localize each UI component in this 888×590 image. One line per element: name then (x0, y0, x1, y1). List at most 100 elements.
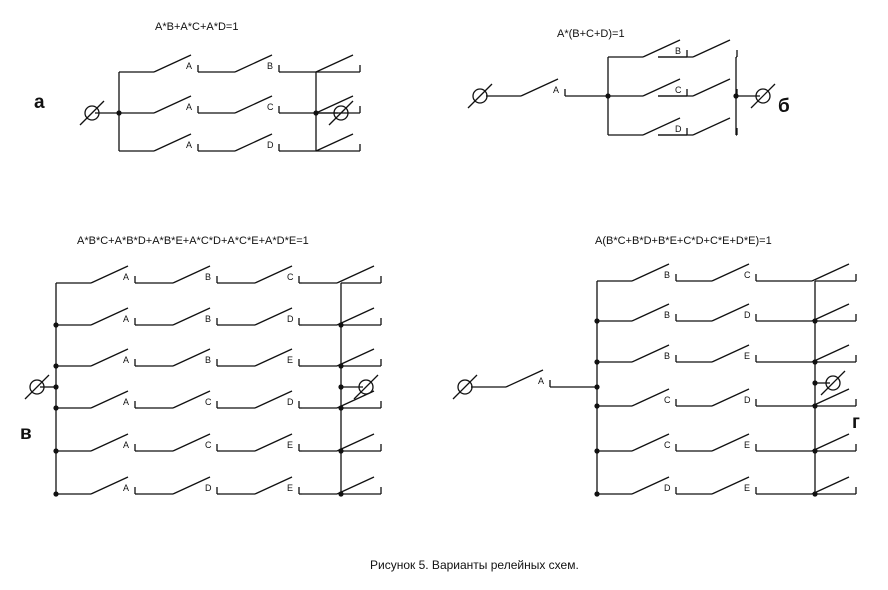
terminal-slash (328, 100, 354, 126)
contact-label: B (205, 355, 211, 365)
junction-dot (338, 491, 344, 497)
contact-label: A (538, 376, 544, 386)
contact-blade (811, 263, 850, 282)
contact-blade (711, 344, 750, 363)
junction-dot (594, 448, 600, 454)
contact-blade (172, 307, 211, 326)
junction-dot (53, 448, 59, 454)
contact-label: B (267, 61, 273, 71)
junction-dot (338, 405, 344, 411)
junction-dot (812, 448, 818, 454)
formula-a: A*B+A*C+A*D=1 (155, 21, 238, 33)
contact-label: A (123, 483, 129, 493)
contact-blade (336, 307, 375, 326)
contact-label: C (205, 440, 212, 450)
contact-blade (336, 433, 375, 452)
contact-label: A (123, 397, 129, 407)
terminal-slash (452, 374, 478, 400)
contact-blade (254, 348, 293, 367)
contact-label: D (664, 483, 671, 493)
contact-blade (172, 348, 211, 367)
contact-label: C (287, 272, 294, 282)
contact-blade (172, 433, 211, 452)
junction-dot (53, 363, 59, 369)
contact-blade (153, 54, 192, 73)
contact-label: C (205, 397, 212, 407)
contact-label: E (287, 483, 293, 493)
contact-label: D (287, 314, 294, 324)
contact-blade (315, 54, 354, 73)
figure-caption: Рисунок 5. Варианты релейных схем. (370, 558, 579, 572)
contact-label: A (123, 272, 129, 282)
formula-g: A(B*C+B*D+B*E+C*D+C*E+D*E)=1 (595, 235, 772, 247)
panel-letter-b: б (778, 96, 790, 117)
contact-blade (234, 54, 273, 73)
contact-label: E (287, 355, 293, 365)
contact-label: D (744, 395, 751, 405)
contact-label: C (675, 85, 682, 95)
terminal-slash (750, 83, 776, 109)
contact-label: B (205, 272, 211, 282)
contact-label: C (267, 102, 274, 112)
terminal-circle (358, 379, 374, 395)
contact-blade (711, 476, 750, 495)
junction-dot (594, 384, 600, 390)
terminal-slash (353, 374, 379, 400)
formula-v: A*B*C+A*B*D+A*B*E+A*C*D+A*C*E+A*D*E=1 (77, 235, 309, 247)
terminal-circle (825, 375, 841, 391)
contact-blade (90, 476, 129, 495)
contact-blade (315, 133, 354, 152)
formula-b: A*(B+C+D)=1 (557, 28, 625, 40)
contact-blade (711, 303, 750, 322)
contact-label: A (186, 102, 192, 112)
junction-dot (594, 318, 600, 324)
contact-blade (631, 476, 670, 495)
contact-label: A (553, 85, 559, 95)
junction-dot (338, 448, 344, 454)
contact-label: A (123, 440, 129, 450)
panel-letter-g: г (852, 412, 860, 433)
contact-blade (811, 303, 850, 322)
terminal-circle (333, 105, 349, 121)
contact-label: B (664, 351, 670, 361)
contact-blade (631, 344, 670, 363)
contact-blade (642, 117, 681, 136)
contact-blade (505, 369, 544, 388)
junction-dot (53, 491, 59, 497)
contact-blade (254, 390, 293, 409)
terminal-slash (467, 83, 493, 109)
contact-blade (254, 265, 293, 284)
contact-blade (153, 133, 192, 152)
contact-blade (153, 95, 192, 114)
contact-blade (234, 133, 273, 152)
contact-blade (254, 307, 293, 326)
contact-blade (692, 39, 731, 58)
contact-blade (172, 265, 211, 284)
contact-label: E (744, 440, 750, 450)
contact-label: D (675, 124, 682, 134)
junction-dot (605, 93, 611, 99)
contact-blade (90, 348, 129, 367)
junction-dot (594, 491, 600, 497)
contact-blade (90, 390, 129, 409)
terminal-circle (84, 105, 100, 121)
contact-blade (642, 39, 681, 58)
junction-dot (338, 363, 344, 369)
terminal-circle (29, 379, 45, 395)
contact-blade (172, 476, 211, 495)
terminal-slash (24, 374, 50, 400)
contact-label: E (744, 483, 750, 493)
contact-label: C (744, 270, 751, 280)
junction-dot (53, 405, 59, 411)
contact-blade (811, 388, 850, 407)
contact-blade (711, 263, 750, 282)
contact-blade (336, 476, 375, 495)
junction-dot (812, 491, 818, 497)
junction-dot (812, 318, 818, 324)
contact-label: D (287, 397, 294, 407)
contact-blade (631, 388, 670, 407)
terminal-slash (79, 100, 105, 126)
terminal-slash (820, 370, 846, 396)
contact-blade (254, 476, 293, 495)
